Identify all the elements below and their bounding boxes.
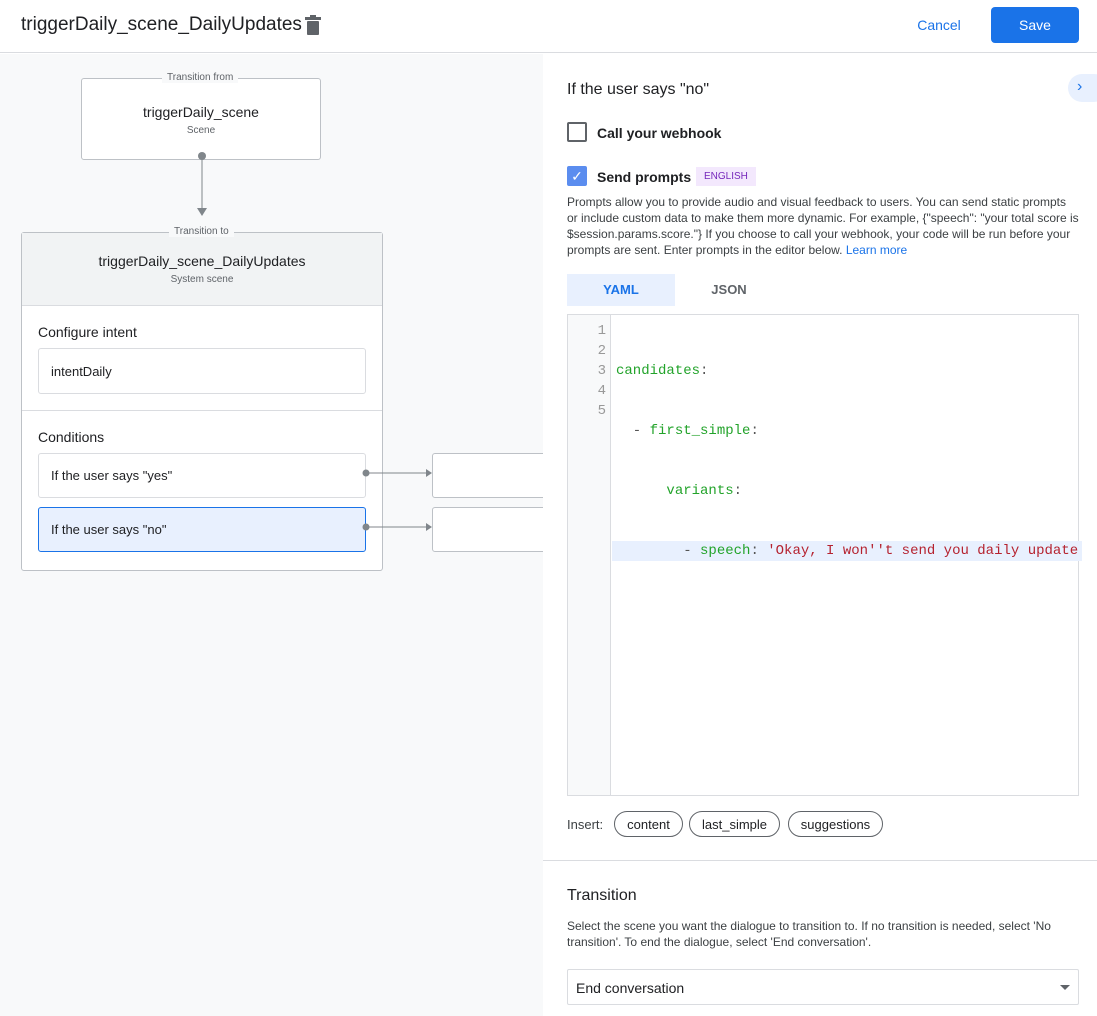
insert-last-simple-chip[interactable]: last_simple: [689, 811, 780, 837]
send-prompts-checkbox[interactable]: ✓: [567, 166, 587, 186]
condition-no[interactable]: If the user says "no": [38, 507, 366, 552]
editor-gutter: 1 2 3 4 5: [568, 315, 611, 795]
line-number: 2: [597, 343, 606, 359]
insert-suggestions-chip[interactable]: suggestions: [788, 811, 883, 837]
transition-title: Transition: [567, 887, 637, 904]
prompts-description: Prompts allow you to provide audio and v…: [567, 194, 1079, 258]
from-scene-name: triggerDaily_scene: [143, 104, 259, 120]
line-number: 5: [597, 403, 606, 419]
webhook-checkbox[interactable]: [567, 122, 587, 142]
transition-select-value: End conversation: [576, 980, 685, 996]
code-editor[interactable]: 1 2 3 4 5 candidates: - first_simple: va…: [567, 314, 1082, 796]
to-scene-name: triggerDaily_scene_DailyUpdates: [98, 253, 306, 269]
configure-intent-label: Configure intent: [38, 324, 137, 340]
intent-box[interactable]: intentDaily: [38, 348, 366, 394]
transition-from-node[interactable]: triggerDaily_scene Scene: [81, 78, 321, 160]
no-target-node[interactable]: [432, 507, 543, 552]
connector-yes: [362, 469, 432, 477]
transition-from-label: Transition from: [162, 72, 239, 83]
panel-heading: If the user says "no": [567, 81, 710, 98]
transition-to-label: Transition to: [169, 226, 234, 237]
scene-canvas[interactable]: triggerDaily_scene Scene Transition from…: [0, 54, 543, 1016]
to-node-header: triggerDaily_scene_DailyUpdates System s…: [22, 233, 382, 306]
connector: [197, 152, 207, 216]
to-scene-type: System scene: [170, 274, 234, 285]
code-line: - first_simple:: [616, 423, 759, 439]
send-prompts-label: Send prompts: [597, 169, 692, 185]
transition-select[interactable]: End conversation: [567, 969, 1079, 1005]
conditions-label: Conditions: [38, 429, 105, 445]
insert-content-chip[interactable]: content: [614, 811, 683, 837]
transition-description: Select the scene you want the dialogue t…: [567, 919, 1051, 949]
learn-more-link[interactable]: Learn more: [845, 243, 908, 257]
transition-to-node[interactable]: triggerDaily_scene_DailyUpdates System s…: [21, 232, 383, 571]
cancel-button[interactable]: Cancel: [917, 17, 961, 33]
condition-yes[interactable]: If the user says "yes": [38, 453, 366, 498]
webhook-label: Call your webhook: [597, 125, 722, 141]
trash-icon[interactable]: [305, 15, 321, 35]
save-button[interactable]: Save: [991, 7, 1079, 43]
code-line-active: - speech: 'Okay, I won''t send you daily…: [612, 541, 1082, 561]
tab-yaml[interactable]: YAML: [567, 274, 675, 306]
connector-no: [362, 523, 432, 531]
yes-target-node[interactable]: [432, 453, 543, 498]
from-scene-type: Scene: [186, 125, 216, 136]
code-line: variants:: [666, 483, 743, 499]
line-number: 4: [597, 383, 606, 399]
tab-json[interactable]: JSON: [711, 282, 747, 297]
condition-panel: › If the user says "no" Call your webhoo…: [543, 54, 1097, 1016]
page-title: triggerDaily_scene_DailyUpdates: [21, 14, 302, 35]
line-number: 1: [597, 323, 606, 339]
description-text: Prompts allow you to provide audio and v…: [567, 195, 1079, 257]
dropdown-arrow-icon: [1060, 985, 1070, 990]
collapse-panel-button[interactable]: ›: [1068, 74, 1097, 102]
editor-content: candidates: - first_simple: variants: - …: [612, 321, 1082, 601]
language-badge: ENGLISH: [696, 167, 756, 186]
code-line: candidates:: [616, 363, 709, 379]
line-number: 3: [597, 363, 606, 379]
header: triggerDaily_scene_DailyUpdates Cancel S…: [0, 0, 1097, 53]
insert-label: Insert:: [567, 817, 604, 832]
